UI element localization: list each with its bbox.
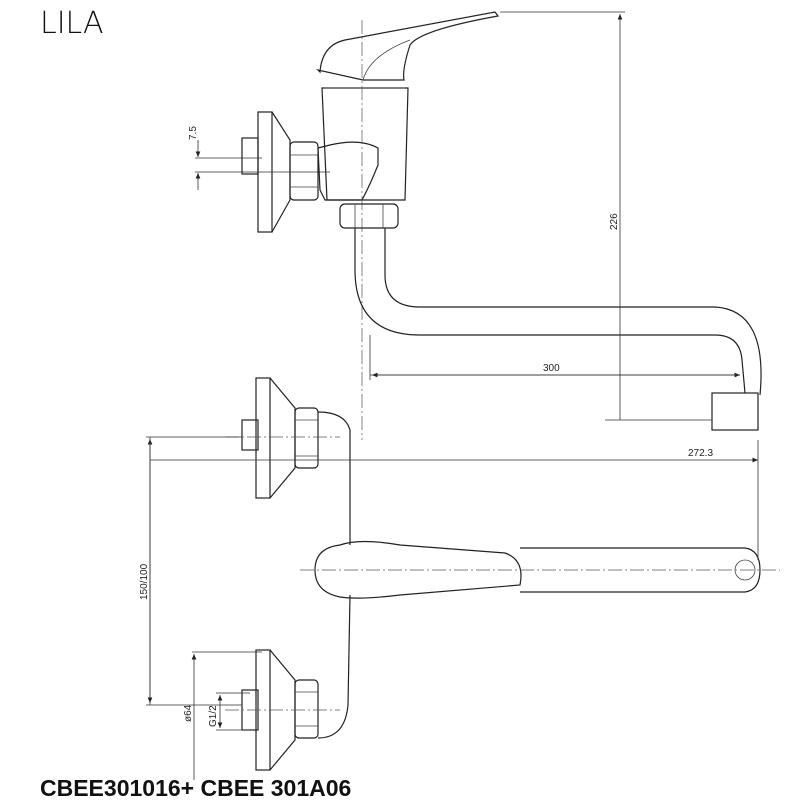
product-title: LILA xyxy=(40,6,104,41)
dim-total-length: 272.3 xyxy=(688,448,713,459)
side-view: 7.5 226 300 xyxy=(188,11,762,440)
upper-nut xyxy=(294,407,319,469)
dim-height: 226 xyxy=(609,213,620,230)
upper-wall-flange xyxy=(255,377,271,499)
upper-inlet-stub xyxy=(241,419,259,451)
lower-nut xyxy=(294,679,319,739)
spout xyxy=(354,228,746,394)
top-view: 272.3 150/100 ø64 G1/2 xyxy=(139,377,780,780)
connection-nut xyxy=(289,141,319,201)
inlet-stub xyxy=(241,137,259,175)
lever-top xyxy=(314,540,522,599)
dim-spout-reach: 300 xyxy=(543,363,560,374)
dim-flange-diameter: ø64 xyxy=(183,704,194,722)
body-outline xyxy=(317,411,351,739)
dim-inlet-offset: 7.5 xyxy=(188,126,199,140)
wall-flange xyxy=(257,111,273,233)
dim-thread: G1/2 xyxy=(208,705,219,727)
spout-nut xyxy=(339,203,399,229)
model-code: CBEE301016+ CBEE 301A06 xyxy=(40,775,351,800)
dim-inlet-spacing: 150/100 xyxy=(139,563,150,600)
aerator xyxy=(711,392,759,431)
lever-handle xyxy=(316,11,500,81)
